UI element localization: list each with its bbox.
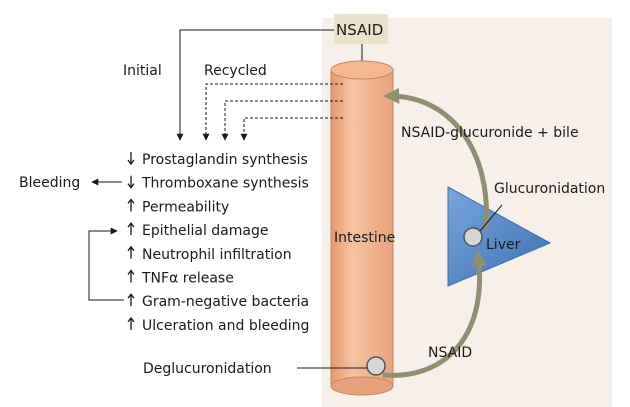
effect-label: Ulceration and bleeding — [142, 318, 309, 334]
effect-label: Gram-negative bacteria — [142, 294, 309, 310]
effect-label: TNFα release — [141, 271, 234, 287]
glucuronidation-pointer — [479, 204, 503, 232]
nsaid-return-label: NSAID — [428, 345, 472, 361]
bile-return-arrow — [383, 87, 490, 231]
up-arrow-icon — [127, 245, 135, 259]
effect-label: Neutrophil infiltration — [142, 247, 292, 263]
up-arrow-icon — [127, 293, 135, 307]
down-arrow-icon — [127, 175, 135, 189]
effect-item: Gram-negative bacteria — [127, 293, 309, 310]
effect-item: Thromboxane synthesis — [127, 175, 309, 192]
nsaid-top-label: NSAID — [336, 21, 383, 39]
initial-label: Initial — [123, 63, 162, 79]
down-arrow-icon — [127, 152, 135, 166]
effect-item: Permeability — [127, 198, 229, 215]
effect-item: Neutrophil infiltration — [127, 245, 292, 263]
effect-label: Prostaglandin synthesis — [142, 152, 308, 168]
intestine-tube — [330, 60, 394, 396]
effect-label: Permeability — [142, 199, 229, 215]
effect-item: TNFα release — [127, 269, 234, 287]
recycled-label: Recycled — [204, 63, 267, 79]
effect-label: Epithelial damage — [142, 223, 268, 239]
effect-item: Ulceration and bleeding — [127, 316, 309, 334]
feedback-bracket — [88, 227, 124, 301]
effect-item: Prostaglandin synthesis — [127, 152, 308, 168]
up-arrow-icon — [127, 316, 135, 330]
deglucuronidation-site — [366, 356, 386, 376]
glucuronidation-label: Glucuronidation — [494, 181, 605, 197]
nsaid-label-box — [334, 14, 388, 44]
deglucuronidation-label: Deglucuronidation — [143, 361, 272, 377]
initial-arrow — [176, 29, 334, 141]
bleeding-label: Bleeding — [19, 175, 80, 191]
liver-label: Liver — [486, 237, 521, 253]
reabsorption-arrow — [382, 250, 488, 378]
glucuronidation-site — [463, 227, 483, 247]
up-arrow-icon — [127, 222, 135, 236]
up-arrow-icon — [127, 198, 135, 212]
effect-label: Thromboxane synthesis — [141, 176, 309, 192]
up-arrow-icon — [127, 269, 135, 283]
nsaid-glucuronide-bile-label: NSAID-glucuronide + bile — [401, 125, 579, 141]
effect-item: Epithelial damage — [127, 222, 268, 239]
intestine-label: Intestine — [334, 230, 395, 246]
recycled-arrows — [202, 83, 343, 141]
